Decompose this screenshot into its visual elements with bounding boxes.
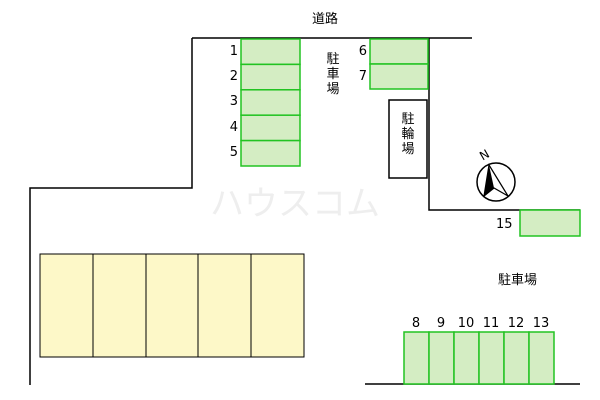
bicycle-parking-label: 駐輪場	[401, 112, 415, 157]
parking-spaces-left-column	[240, 38, 301, 167]
space-number-3: 3	[229, 94, 238, 109]
space-number-10: 10	[457, 316, 475, 331]
parking-label-vertical: 駐車場	[326, 52, 340, 97]
building-unit	[250, 253, 305, 358]
building-unit	[39, 253, 94, 358]
parking-space-15	[519, 209, 581, 237]
building-unit	[145, 253, 199, 358]
building-unit	[197, 253, 252, 358]
parking-spaces-right-column	[369, 38, 429, 90]
watermark-logo: ハウスコム	[210, 184, 380, 224]
space-number-1: 1	[229, 44, 238, 59]
bicycle-parking-box	[388, 99, 428, 179]
space-number-15: 15	[496, 217, 513, 232]
parking-space-5	[240, 139, 301, 167]
parking-spaces-bottom-row	[403, 331, 555, 385]
parking-space-12	[503, 331, 530, 385]
parking-space-1	[240, 38, 301, 66]
building	[39, 253, 305, 358]
parking-space-13	[528, 331, 555, 385]
space-number-8: 8	[411, 316, 421, 331]
road-label: 道路	[312, 12, 339, 27]
parking-space-3	[240, 89, 301, 116]
space-number-9: 9	[436, 316, 446, 331]
space-number-11: 11	[482, 316, 500, 331]
parking-space-7	[369, 63, 429, 90]
space-number-13: 13	[532, 316, 550, 331]
parking-space-6	[369, 38, 429, 65]
space-number-6: 6	[358, 44, 367, 59]
space-number-5: 5	[229, 145, 238, 160]
parking-space-2	[240, 63, 301, 91]
space-number-7: 7	[358, 69, 367, 84]
parking-space-10	[453, 331, 480, 385]
parking-label-right: 駐車場	[498, 273, 538, 288]
parking-space-8	[403, 331, 430, 385]
building-unit	[92, 253, 147, 358]
parking-space-11	[478, 331, 505, 385]
parking-space-4	[240, 114, 301, 142]
space-number-4: 4	[229, 120, 238, 135]
parking-space-9	[428, 331, 455, 385]
space-number-12: 12	[507, 316, 525, 331]
site-boundary	[29, 38, 193, 385]
space-number-2: 2	[229, 69, 238, 84]
north-arrow-icon	[476, 162, 516, 202]
